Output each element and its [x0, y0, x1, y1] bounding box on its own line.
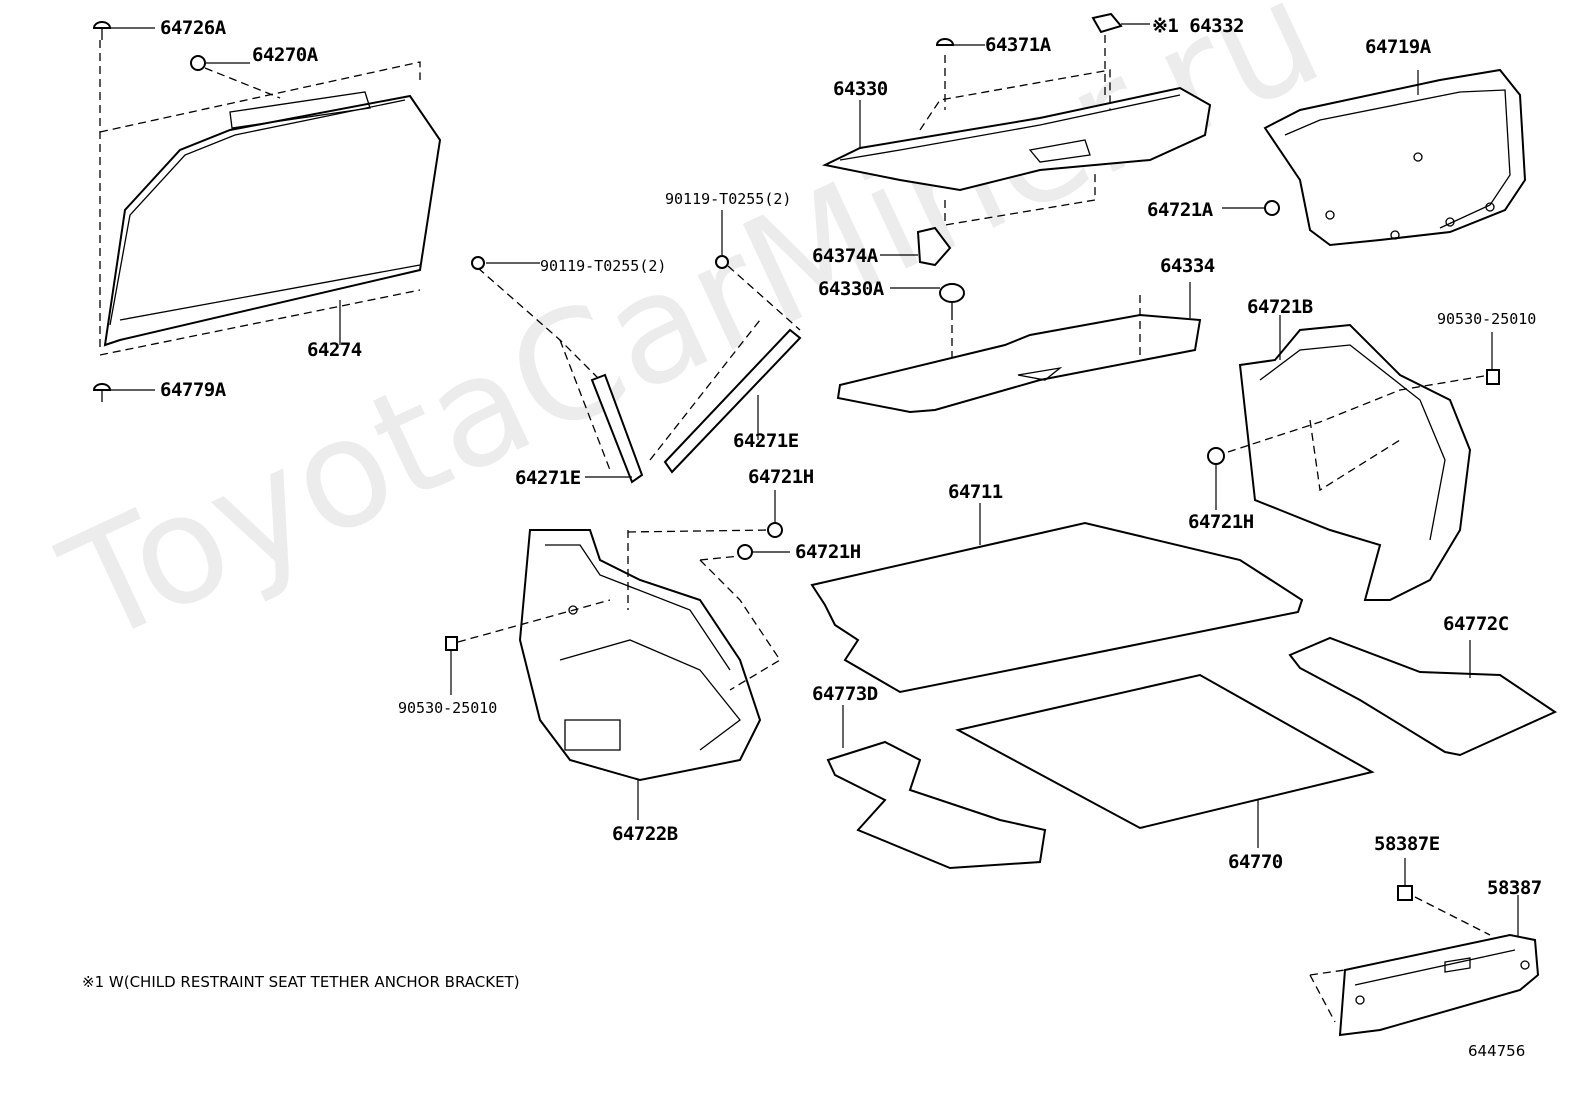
label-64772C: 64772C [1443, 613, 1509, 635]
clip-64726A [92, 21, 155, 40]
part-58387 [1309, 895, 1540, 1037]
label-90119-b: 90119-T0255(2) [665, 190, 792, 208]
part-64274 [99, 40, 442, 356]
figure-reference: 644756 [1468, 1042, 1526, 1060]
label-64330: 64330 [833, 78, 888, 100]
part-64772C [1288, 636, 1558, 757]
part-64773D [826, 705, 1047, 870]
part-64719A [1263, 68, 1527, 247]
label-64334: 64334 [1160, 255, 1215, 277]
part-64721B [1227, 315, 1491, 601]
label-58387E: 58387E [1374, 833, 1440, 855]
clip-58387E [1397, 858, 1491, 936]
label-64374A: 64374A [812, 245, 878, 267]
label-90530-a: 90530-25010 [1437, 310, 1537, 328]
label-64719A: 64719A [1365, 36, 1431, 58]
clip-64371A [935, 38, 985, 46]
part-64334 [836, 282, 1202, 414]
label-64332: ※1 64332 [1152, 15, 1245, 37]
clip-90530-right [1486, 332, 1500, 385]
bracket-64374A [880, 226, 952, 267]
clip-64779A [92, 383, 155, 402]
clip-64721A [1222, 200, 1280, 216]
part-64711 [810, 503, 1304, 694]
label-90530-b: 90530-25010 [398, 699, 498, 717]
label-64773D: 64773D [812, 683, 878, 705]
part-64271E-left [477, 267, 644, 484]
label-64721H-b: 64721H [795, 541, 861, 563]
label-64722B: 64722B [612, 823, 678, 845]
label-64726A: 64726A [160, 17, 226, 39]
label-64721A: 64721A [1147, 199, 1213, 221]
part-64271E-right [649, 265, 802, 474]
label-64271E-b: 64271E [733, 430, 799, 452]
clip-64721H-b [737, 544, 790, 560]
label-64721H-right: 64721H [1188, 511, 1254, 533]
footnote: ※1 W(CHILD RESTRAINT SEAT TETHER ANCHOR … [82, 973, 520, 991]
label-64330A: 64330A [818, 278, 884, 300]
label-64271E-a: 64271E [515, 467, 581, 489]
label-64270A: 64270A [252, 44, 318, 66]
label-64274: 64274 [307, 339, 362, 361]
label-64779A: 64779A [160, 379, 226, 401]
label-64721B: 64721B [1247, 296, 1313, 318]
part-64722B [457, 529, 781, 820]
clip-64270A [190, 55, 250, 71]
part-64330 [821, 35, 1212, 226]
bracket-64332 [1091, 12, 1150, 34]
clip-90530-left [445, 636, 458, 695]
clip-64721H-a [767, 490, 783, 538]
label-64371A: 64371A [985, 34, 1051, 56]
bolt-90119-b [715, 210, 729, 269]
label-64770: 64770 [1228, 851, 1283, 873]
label-90119-a: 90119-T0255(2) [540, 257, 667, 275]
label-64711: 64711 [948, 481, 1003, 503]
label-58387: 58387 [1487, 877, 1542, 899]
label-64721H-a: 64721H [748, 466, 814, 488]
part-64770 [955, 673, 1375, 848]
clip-64330A [890, 283, 965, 400]
bolt-90119-a [471, 256, 540, 270]
clip-64721H-right [1207, 447, 1225, 510]
